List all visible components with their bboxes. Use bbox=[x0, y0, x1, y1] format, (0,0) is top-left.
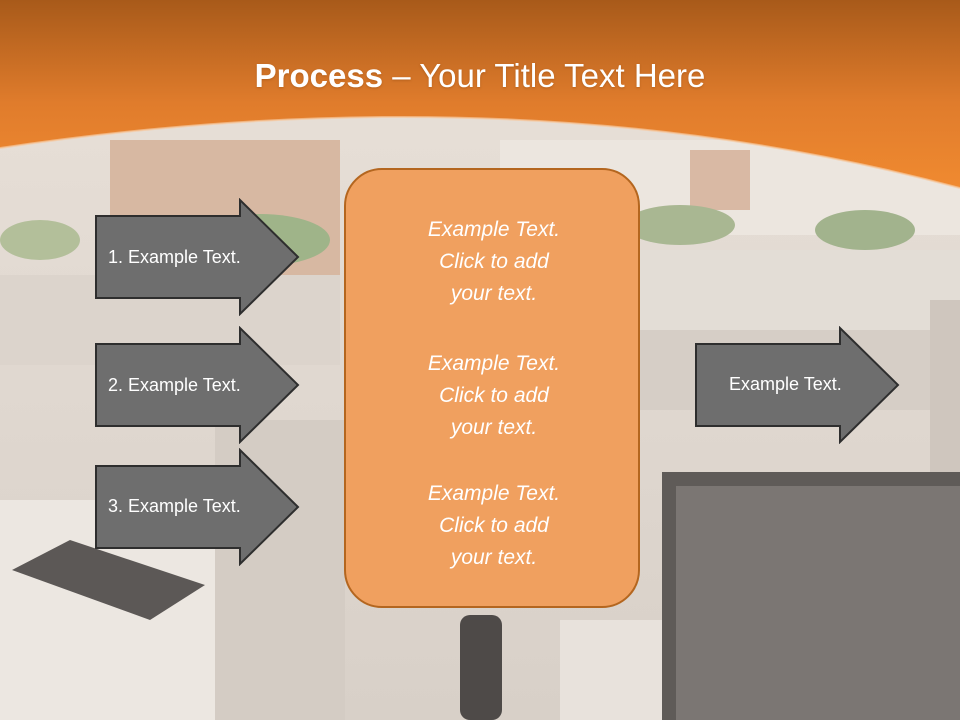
panel-text-block-2: Example Text. Click to add your text. bbox=[346, 348, 642, 444]
panel-line: Click to add bbox=[439, 250, 549, 273]
arrow-shape-right bbox=[695, 326, 900, 444]
title-bold: Process bbox=[254, 57, 384, 94]
panel-line: your text. bbox=[450, 416, 538, 439]
plant bbox=[0, 220, 80, 260]
plant bbox=[625, 205, 735, 245]
panel-text-block-1: Example Text. Click to add your text. bbox=[346, 214, 642, 310]
panel-line: Example Text. bbox=[427, 482, 561, 505]
keyboard bbox=[12, 540, 205, 620]
plant bbox=[815, 210, 915, 250]
panel-line: Click to add bbox=[439, 514, 549, 537]
arrow-shape-1 bbox=[95, 198, 300, 316]
title-banner bbox=[0, 0, 960, 188]
panel-line: your text. bbox=[450, 282, 538, 305]
arrow-label-right[interactable]: Example Text. bbox=[729, 374, 842, 394]
arrow-shape-3 bbox=[95, 448, 300, 566]
panel-line: Example Text. bbox=[427, 218, 561, 241]
center-panel[interactable]: Example Text. Click to add your text. Ex… bbox=[344, 168, 640, 608]
panel-line: your text. bbox=[450, 546, 538, 569]
title-rest: – Your Title Text Here bbox=[383, 57, 706, 94]
arrow-label-3[interactable]: 3. Example Text. bbox=[108, 496, 241, 516]
panel-text-block-3: Example Text. Click to add your text. bbox=[346, 478, 642, 574]
bottle bbox=[460, 615, 502, 720]
panel-line: Click to add bbox=[439, 384, 549, 407]
slide-title: Process – Your Title Text Here bbox=[0, 52, 960, 100]
arrow-label-2[interactable]: 2. Example Text. bbox=[108, 375, 241, 395]
panel-line: Example Text. bbox=[427, 352, 561, 375]
arrow-shape-2 bbox=[95, 326, 300, 444]
arrow-label-1[interactable]: 1. Example Text. bbox=[108, 247, 241, 267]
